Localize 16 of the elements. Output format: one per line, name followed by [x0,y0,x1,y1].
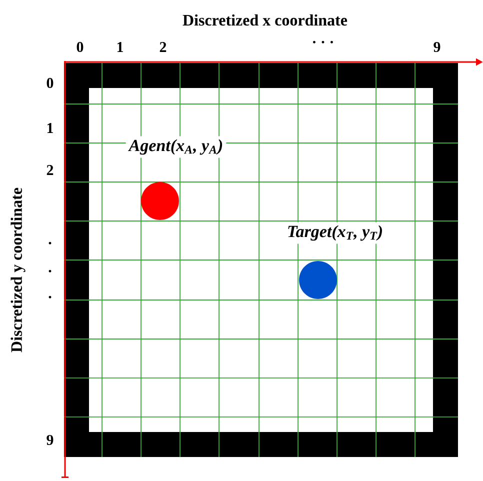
tick-label: 1 [117,42,123,52]
position-label: Target(x$_{T}$, y$_{T}$) [284,222,386,244]
tick-label: · [48,242,52,244]
tick-label: 0 [46,78,54,88]
axis-title: Discretized y coordinate [10,188,26,352]
position-label: Agent(x$_{A}$, y$_{A}$) [126,136,226,158]
tick-label: 1 [47,123,53,133]
tick-label: · [48,270,52,272]
tick-label: 2 [46,165,54,175]
tick-label: 0 [76,42,84,52]
tick-label: · · · [313,40,333,44]
axis-title: Discretized x coordinate [182,14,348,26]
tick-label: 9 [434,42,440,52]
tick-label: 2 [160,42,166,52]
tick-label: · [48,296,52,298]
tick-label: 9 [46,434,54,446]
